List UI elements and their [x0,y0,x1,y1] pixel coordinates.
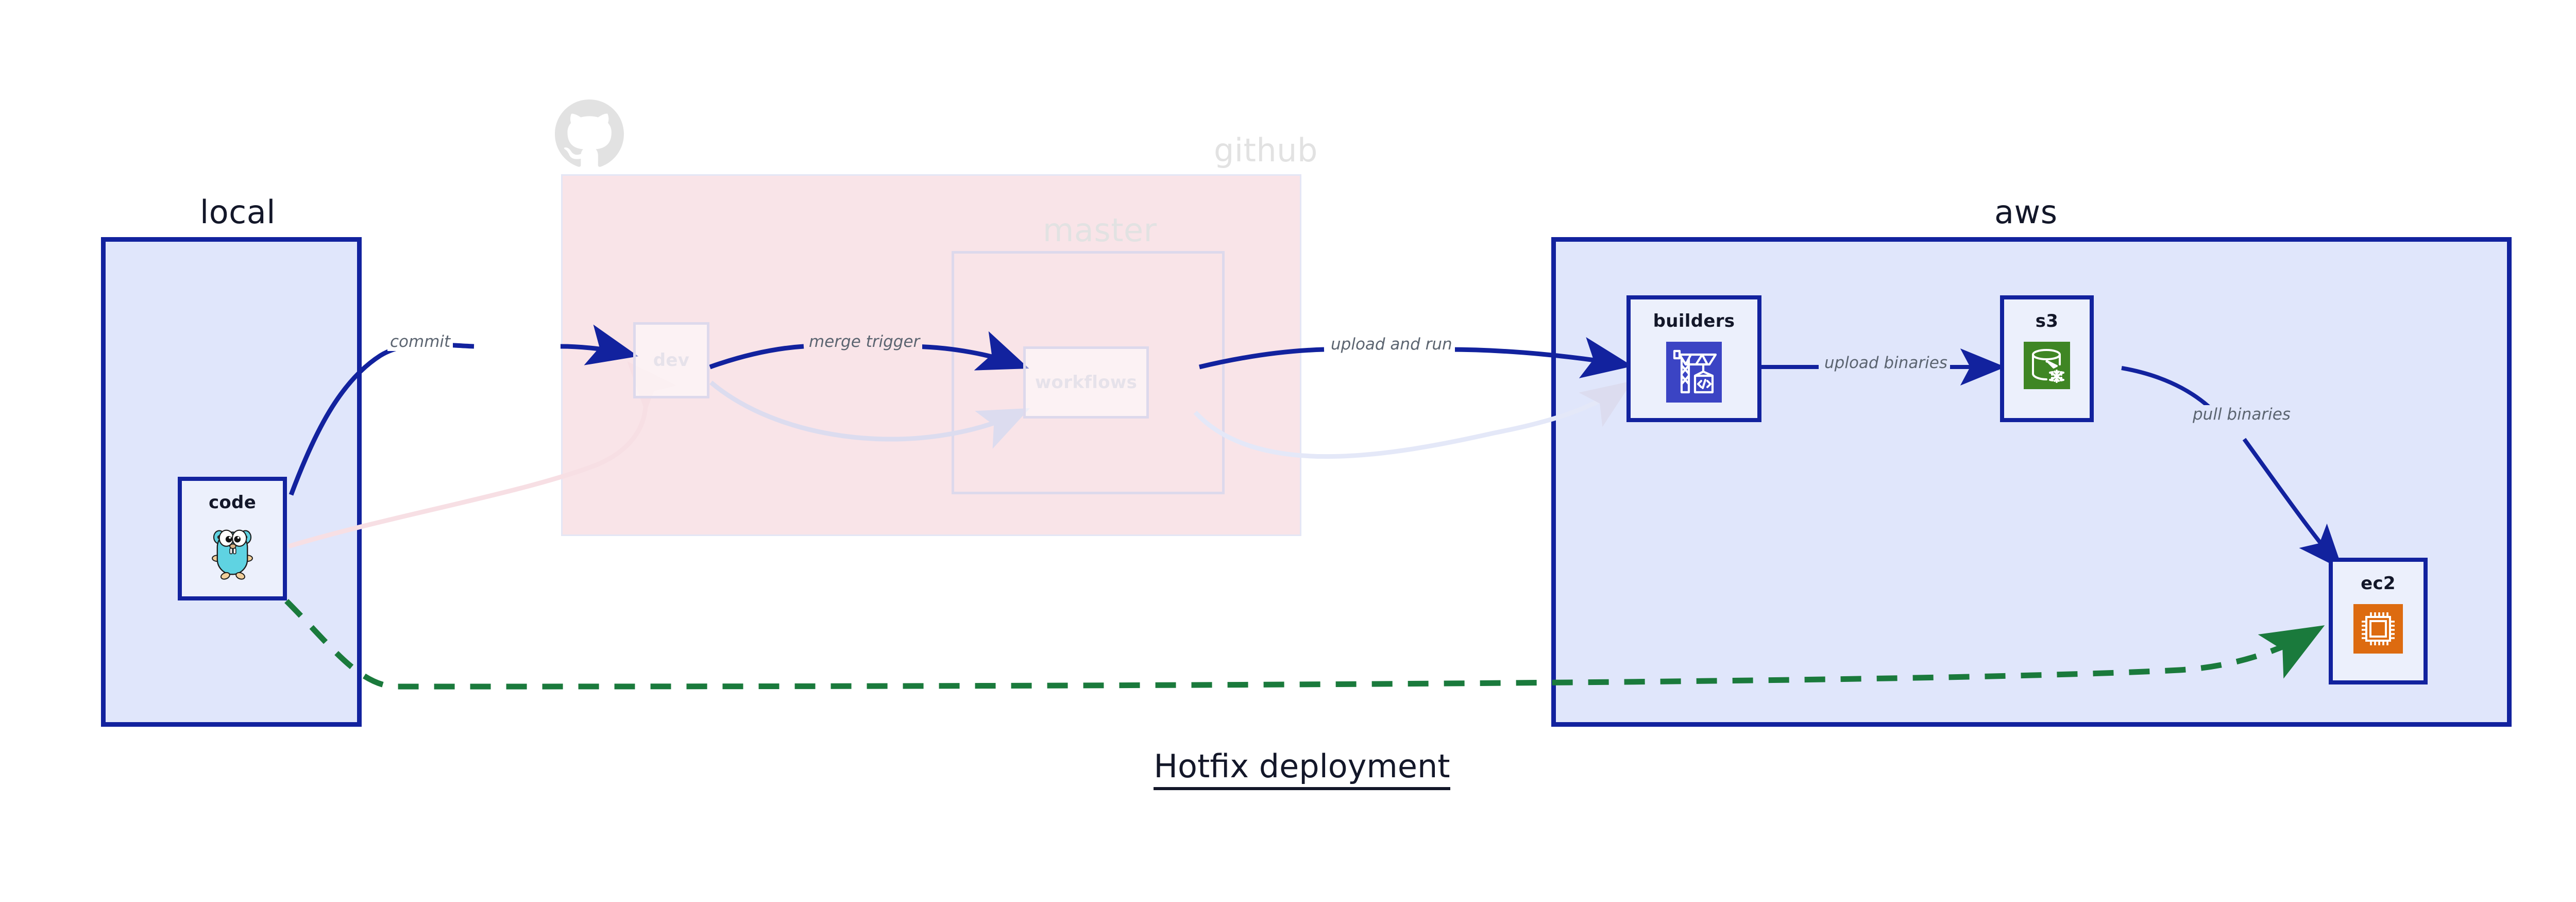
node-s3-label: s3 [2035,311,2059,331]
aws-codebuild-icon [1666,342,1722,405]
diagram-title: Hotfix deployment [0,747,2576,790]
aws-ec2-icon [2353,604,2403,656]
node-workflows-label: workflows [1035,372,1138,393]
node-code-label: code [208,492,257,513]
subzone-label-master: master [1043,211,1157,249]
zone-label-local: local [200,193,276,231]
node-code[interactable]: code [178,477,287,600]
zone-label-github: github [1214,131,1318,169]
node-ec2-label: ec2 [2361,573,2396,594]
node-ec2[interactable]: ec2 [2329,558,2428,684]
edge-label-upload-binaries: upload binaries [1822,354,1950,372]
edge-label-commit: commit [387,332,453,351]
edge-label-pull-binaries: pull binaries [2190,405,2293,424]
subzone-master [952,251,1225,494]
github-octocat-icon [555,99,624,169]
node-builders[interactable]: builders [1626,295,1761,422]
aws-s3-glacier-icon [2024,342,2070,391]
node-dev[interactable]: dev [633,322,709,398]
go-gopher-icon [207,523,258,583]
edge-label-upload-and-run: upload and run [1328,335,1455,354]
edge-label-merge-trigger: merge trigger [806,332,923,351]
diagram-title-text: Hotfix deployment [1154,747,1450,790]
zone-label-aws: aws [1994,193,2058,231]
node-dev-label: dev [653,350,690,371]
node-workflows[interactable]: workflows [1023,346,1149,419]
node-s3[interactable]: s3 [2000,295,2094,422]
node-builders-label: builders [1653,311,1735,331]
